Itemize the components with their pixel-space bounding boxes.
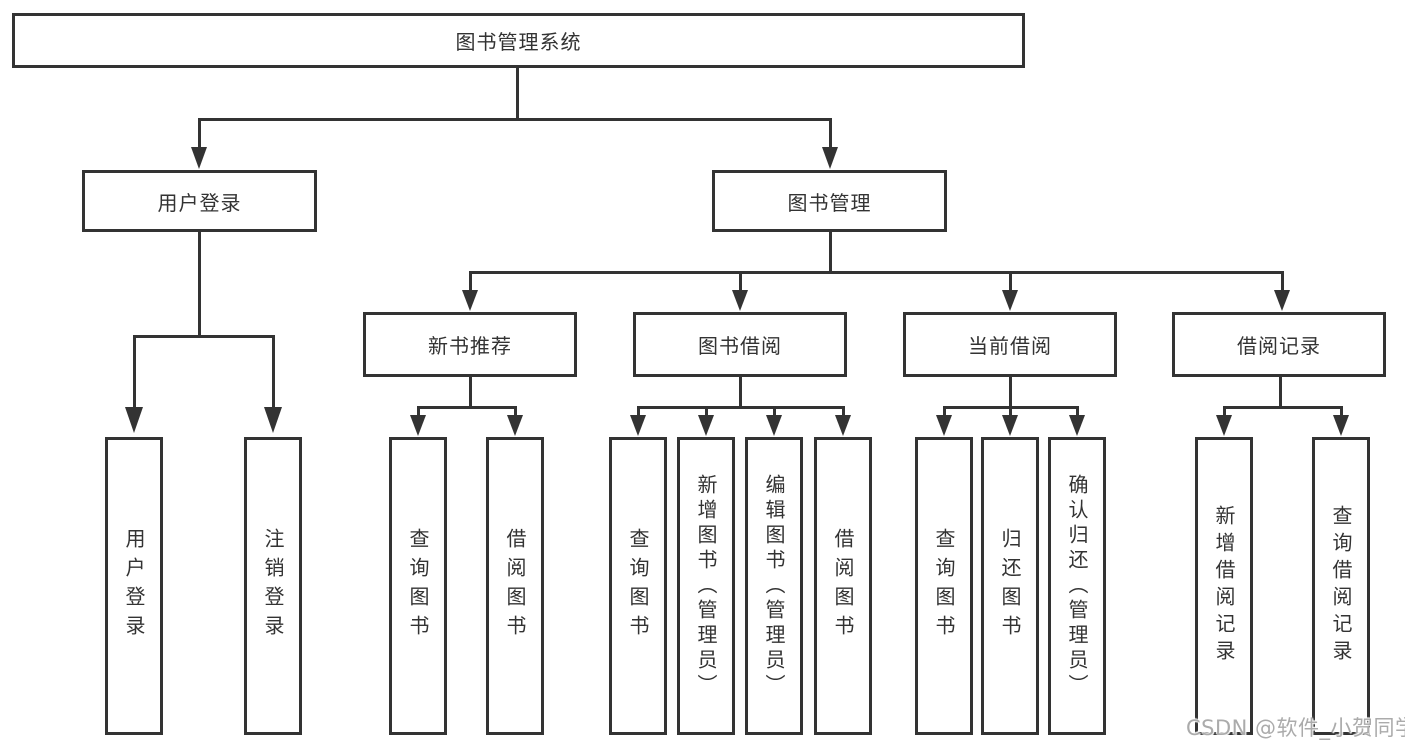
connector-line [739,377,742,409]
node-bb-add-book-admin: 新增图书（管理员） [677,437,735,735]
arrow-down-icon [835,415,851,436]
connector-line [417,406,516,409]
node-new-book-recommend: 新书推荐 [363,312,577,377]
node-book-borrow: 图书借阅 [633,312,847,377]
connector-line [739,271,742,293]
connector-line [514,406,517,418]
node-user-login-label: 用户登录 [157,190,242,215]
node-cb-query-book-label: 查询图书 [932,528,956,644]
node-book-management: 图书管理 [712,170,947,232]
node-cb-confirm-return-admin: 确认归还（管理员） [1048,437,1106,735]
node-nb-query-book: 查询图书 [389,437,447,735]
node-root-system: 图书管理系统 [12,13,1025,68]
connector-line [637,406,640,418]
arrow-down-icon [936,415,952,436]
connector-line [469,377,472,409]
node-user-login: 用户登录 [82,170,317,232]
node-cb-query-book: 查询图书 [915,437,973,735]
arrow-down-icon [1216,415,1232,436]
arrow-down-icon [410,415,426,436]
arrow-down-icon [630,415,646,436]
node-nb-borrow-book: 借阅图书 [486,437,544,735]
node-logout-label: 注销登录 [261,528,285,644]
arrow-down-icon [1333,415,1349,436]
node-br-query-record-label: 查询借阅记录 [1329,505,1353,667]
node-bb-edit-book-admin-label: 编辑图书（管理员） [762,473,786,699]
arrow-down-icon [1274,290,1290,311]
connector-line [842,406,845,418]
arrow-down-icon [822,147,838,169]
node-borrow-records: 借阅记录 [1172,312,1386,377]
connector-line [133,335,136,410]
node-cb-return-book: 归还图书 [981,437,1039,735]
node-user-login-leaf-label: 用户登录 [122,528,146,644]
connector-line [1009,377,1012,409]
connector-line [516,68,519,121]
node-bb-borrow-book: 借阅图书 [814,437,872,735]
connector-line [417,406,420,418]
arrow-down-icon [732,290,748,311]
arrow-down-icon [191,147,207,169]
node-book-management-label: 图书管理 [787,190,872,215]
node-nb-query-book-label: 查询图书 [406,528,430,644]
connector-line [469,271,472,293]
arrow-down-icon [462,290,478,311]
arrow-down-icon [507,415,523,436]
node-borrow-records-label: 借阅记录 [1237,334,1321,358]
arrow-down-icon [766,415,782,436]
arrow-down-icon [264,407,282,433]
connector-line [198,118,832,121]
node-bb-add-book-admin-label: 新增图书（管理员） [694,473,718,699]
node-br-add-record-label: 新增借阅记录 [1212,505,1236,667]
node-bb-borrow-book-label: 借阅图书 [831,528,855,644]
node-nb-borrow-book-label: 借阅图书 [503,528,527,644]
connector-line [1223,406,1342,409]
connector-line [705,406,708,418]
node-user-login-leaf: 用户登录 [105,437,163,735]
connector-line [1281,271,1284,293]
node-br-query-record: 查询借阅记录 [1312,437,1370,735]
connector-line [1009,406,1012,418]
node-bb-edit-book-admin: 编辑图书（管理员） [745,437,803,735]
connector-line [1279,377,1282,409]
connector-line [198,118,201,151]
node-new-book-recommend-label: 新书推荐 [428,334,512,358]
connector-line [773,406,776,418]
node-logout: 注销登录 [244,437,302,735]
node-br-add-record: 新增借阅记录 [1195,437,1253,735]
connector-line [198,232,201,337]
connector-line [943,406,946,418]
connector-line [829,118,832,151]
arrow-down-icon [125,407,143,433]
arrow-down-icon [698,415,714,436]
connector-line [637,406,844,409]
node-bb-query-book: 查询图书 [609,437,667,735]
node-bb-query-book-label: 查询图书 [626,528,650,644]
node-cb-confirm-return-admin-label: 确认归还（管理员） [1065,473,1089,699]
connector-line [829,232,832,274]
arrow-down-icon [1002,415,1018,436]
connector-line [1009,271,1012,293]
connector-line [272,335,275,410]
arrow-down-icon [1002,290,1018,311]
node-current-borrow: 当前借阅 [903,312,1117,377]
node-current-borrow-label: 当前借阅 [968,334,1052,358]
connector-line [1076,406,1079,418]
arrow-down-icon [1069,415,1085,436]
connector-line [469,271,1283,274]
node-cb-return-book-label: 归还图书 [998,528,1022,644]
connector-line [133,335,274,338]
node-book-borrow-label: 图书借阅 [698,334,782,358]
node-root-system-label: 图书管理系统 [455,30,582,54]
connector-line [1340,406,1343,418]
csdn-watermark: CSDN @软件_小贺同学 [1186,716,1405,740]
connector-line [1223,406,1226,418]
